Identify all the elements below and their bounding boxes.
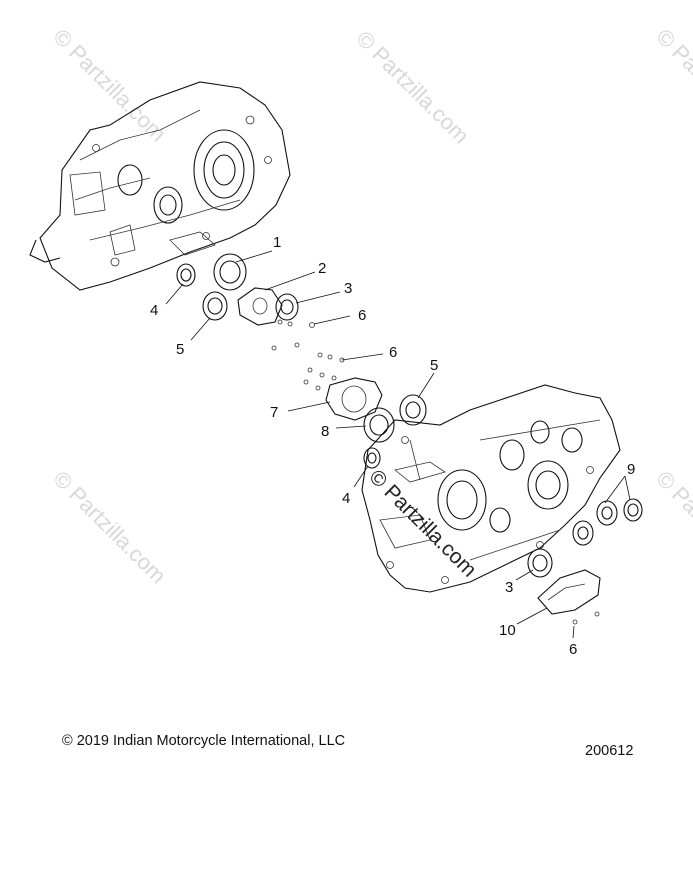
leader-lines xyxy=(165,250,631,639)
mid-bearing-group xyxy=(363,394,427,469)
callout-5: 5 xyxy=(176,341,184,358)
left-crankcase-half xyxy=(29,81,291,291)
callout-labels: 1 2 3 6 6 4 5 5 7 8 4 9 3 10 6 xyxy=(150,234,635,658)
callout-8: 8 xyxy=(321,423,329,440)
seal-plate xyxy=(325,377,383,421)
callout-4: 4 xyxy=(342,490,350,507)
right-crankcase-half xyxy=(361,384,621,593)
watermark: © Partzilla.com xyxy=(351,26,474,149)
bolt-group xyxy=(271,342,345,391)
callout-4: 4 xyxy=(150,302,158,319)
callout-3: 3 xyxy=(344,280,352,297)
callout-6: 6 xyxy=(358,307,366,324)
copyright-notice: © 2019 Indian Motorcycle International, … xyxy=(62,733,346,749)
watermark: © Partzilla.com xyxy=(651,466,693,589)
callout-6: 6 xyxy=(389,344,397,361)
callout-5: 5 xyxy=(430,357,438,374)
callout-1: 1 xyxy=(273,234,281,251)
callout-10: 10 xyxy=(499,622,516,639)
callout-7: 7 xyxy=(270,404,278,421)
watermark-layer: © Partzilla.com © Partzilla.com © Partzi… xyxy=(48,24,693,589)
callout-3: 3 xyxy=(505,579,513,596)
watermark: © Partzilla.com xyxy=(48,466,171,589)
lower-cover-group xyxy=(527,548,601,625)
right-bearing-group xyxy=(572,498,643,546)
upper-bearing-group xyxy=(176,253,315,328)
diagram-number: 200612 xyxy=(585,743,634,759)
callout-2: 2 xyxy=(318,260,326,277)
watermark: © Partzilla.com xyxy=(48,24,171,147)
watermark: © Partzilla.com xyxy=(651,24,693,147)
callout-9: 9 xyxy=(627,461,635,478)
callout-6: 6 xyxy=(569,641,577,658)
